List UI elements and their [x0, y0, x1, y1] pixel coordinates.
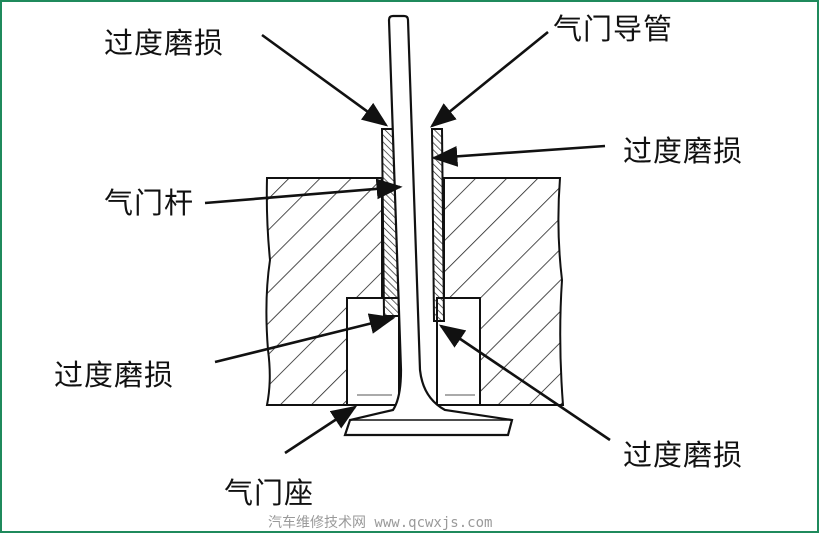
label-wear-left-lower: 过度磨损 — [54, 358, 175, 392]
label-valve-guide: 气门导管 — [553, 12, 674, 46]
arrow-valve-stem — [204, 178, 403, 205]
valve-guide-right — [430, 128, 446, 322]
label-wear-right-upper: 过度磨损 — [623, 134, 744, 168]
watermark: 汽车维修技术网 www.qcwxjs.com — [268, 515, 493, 531]
cylinder-head-right — [443, 177, 565, 406]
arrow-wear-left-lower — [214, 313, 396, 364]
label-wear-top-left: 过度磨损 — [104, 26, 225, 60]
arrow-valve-guide — [429, 30, 549, 128]
label-wear-right-lower: 过度磨损 — [623, 438, 744, 472]
label-valve-seat: 气门座 — [224, 476, 315, 510]
leader-arrows — [204, 30, 611, 455]
valve — [343, 14, 514, 437]
cylinder-head-left — [265, 177, 383, 406]
arrow-wear-top-left — [261, 33, 389, 127]
label-valve-stem: 气门杆 — [104, 186, 195, 220]
arrow-valve-seat — [284, 405, 358, 455]
arrow-wear-right-lower — [438, 324, 611, 442]
arrow-wear-right-upper — [431, 144, 606, 167]
